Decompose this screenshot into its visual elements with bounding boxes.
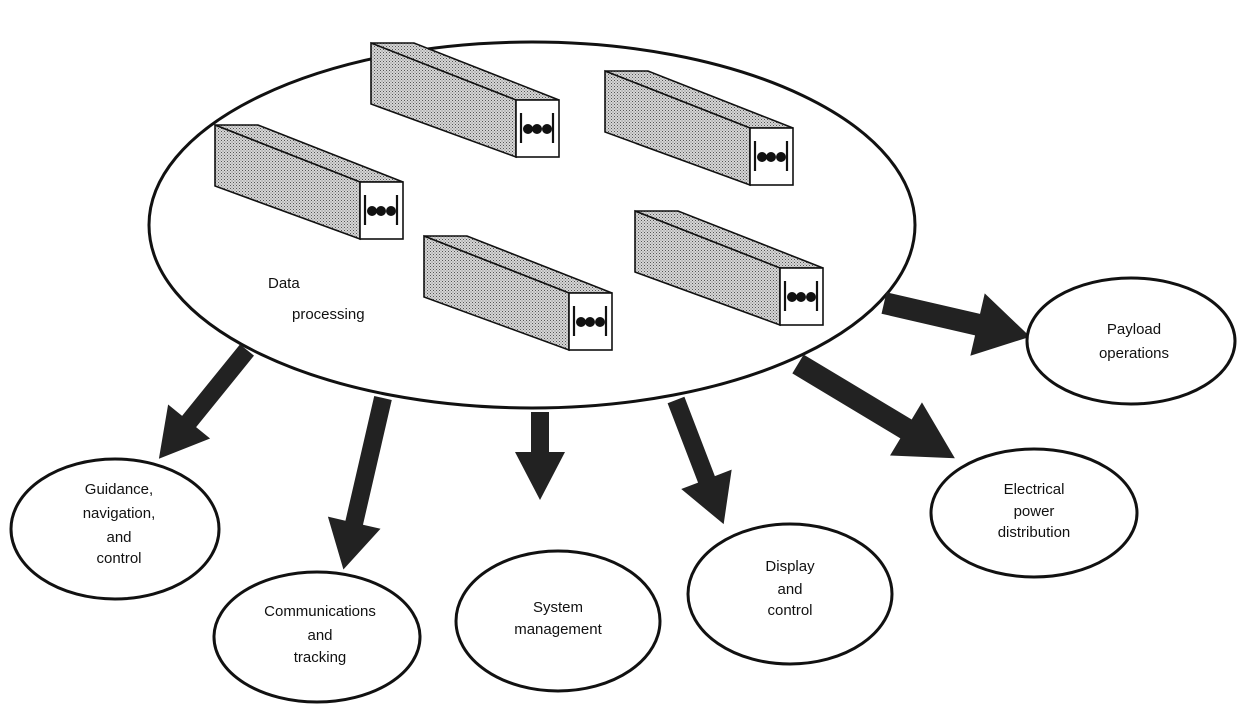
node-electrical-line-1: Electrical bbox=[1004, 481, 1065, 498]
node-guidance-line-2: navigation, bbox=[83, 505, 156, 522]
node-electrical-line-2: power bbox=[1014, 503, 1055, 520]
node-payload-line-2: operations bbox=[1099, 345, 1169, 362]
computer-box-icon bbox=[370, 41, 560, 159]
node-display-line-3: control bbox=[767, 602, 812, 619]
arrow-to-communications bbox=[327, 395, 392, 570]
node-payload-line-1: Payload bbox=[1107, 321, 1161, 338]
arrow-to-display-control bbox=[667, 396, 732, 525]
arrow-to-payload bbox=[881, 292, 1031, 356]
node-electrical-line-3: distribution bbox=[998, 524, 1071, 541]
node-system-line-2: management bbox=[514, 621, 602, 638]
arrow-to-system-management bbox=[515, 412, 565, 500]
node-communications-tracking bbox=[212, 570, 422, 704]
node-guidance-navigation-control bbox=[9, 457, 221, 601]
node-communications-line-1: Communications bbox=[264, 603, 376, 620]
node-system-line-1: System bbox=[533, 599, 583, 616]
node-communications-line-2: and bbox=[307, 627, 332, 644]
node-display-control bbox=[686, 522, 894, 666]
hub-label-line-2: processing bbox=[292, 306, 365, 323]
computer-box-icon bbox=[423, 234, 613, 352]
hub-label-line-1: Data bbox=[268, 275, 300, 292]
arrow-to-electrical bbox=[792, 354, 955, 459]
node-electrical-power-distribution bbox=[929, 447, 1139, 579]
node-display-line-1: Display bbox=[765, 558, 815, 575]
arrow-to-guidance bbox=[158, 344, 254, 459]
node-guidance-line-1: Guidance, bbox=[85, 481, 153, 498]
node-display-line-2: and bbox=[777, 581, 802, 598]
computer-box-icon bbox=[214, 123, 404, 241]
computer-box-icon bbox=[604, 69, 794, 187]
node-guidance-line-4: control bbox=[96, 550, 141, 567]
computer-box-icon bbox=[634, 209, 824, 327]
node-system-management bbox=[454, 549, 662, 693]
node-payload-operations bbox=[1025, 276, 1237, 406]
node-guidance-line-3: and bbox=[106, 529, 131, 546]
node-communications-line-3: tracking bbox=[294, 649, 347, 666]
